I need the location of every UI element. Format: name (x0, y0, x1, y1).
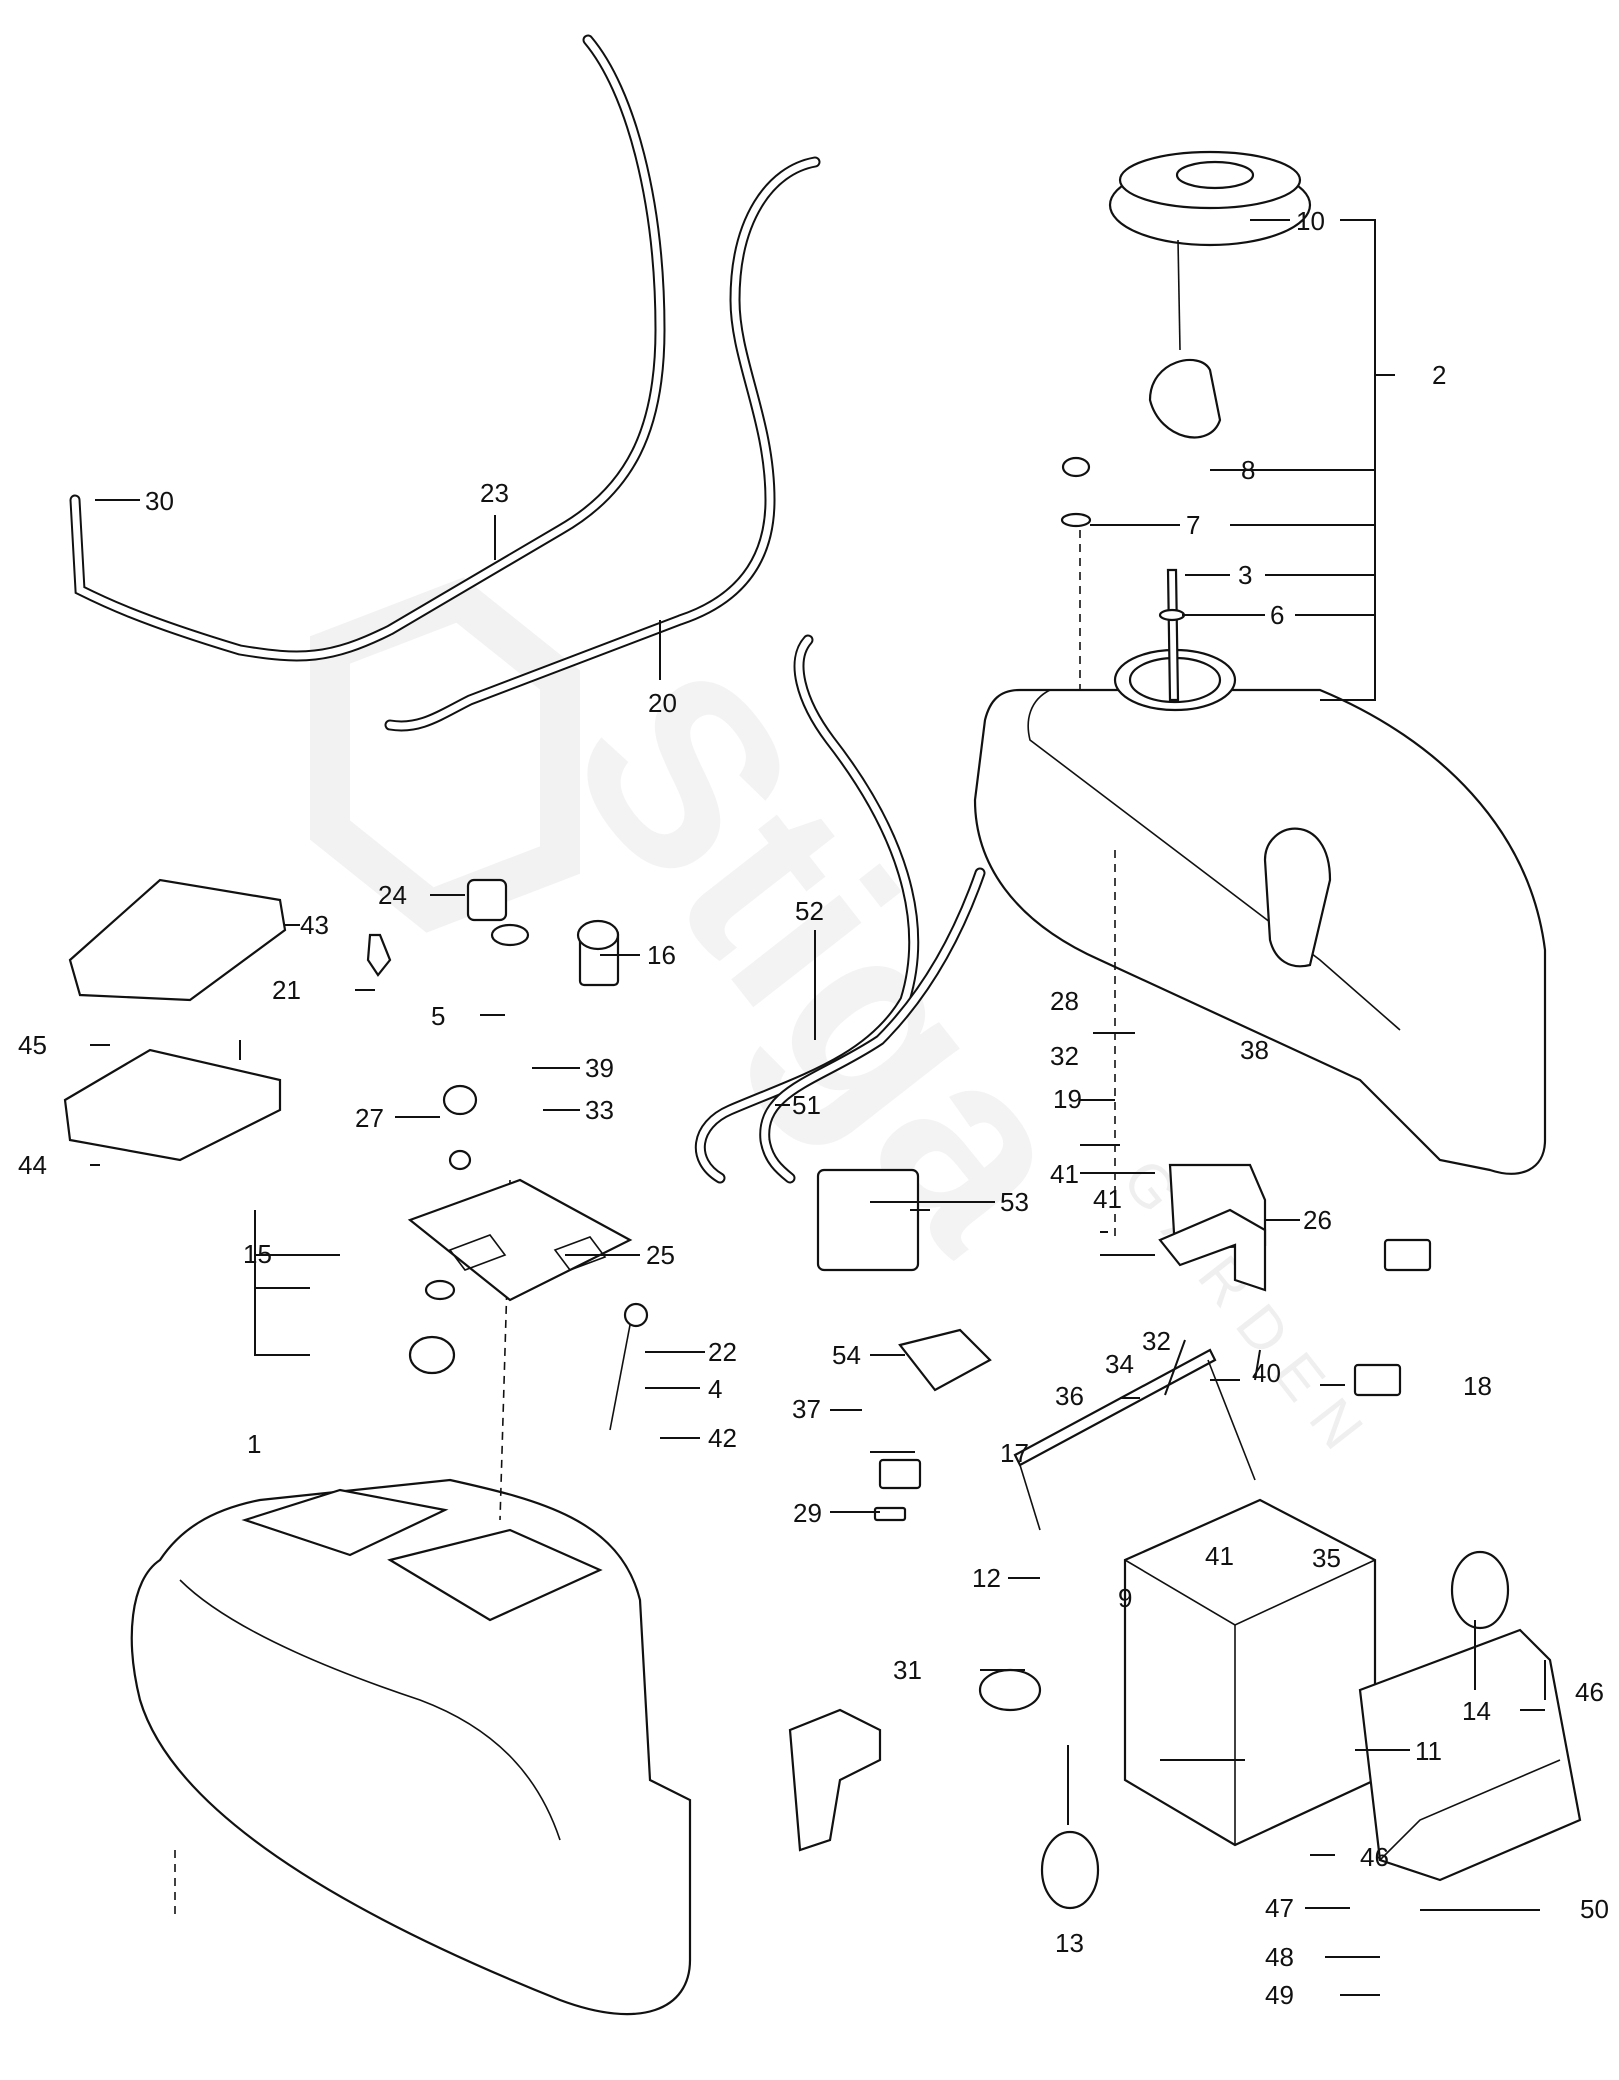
hose-23 (69, 34, 666, 662)
callout-49: 49 (1265, 1980, 1294, 2010)
callout-22: 22 (708, 1337, 737, 1367)
hose-20 (384, 156, 821, 732)
callout-17: 17 (1000, 1438, 1029, 1468)
callout-48: 48 (1265, 1942, 1294, 1972)
callout-41c: 41 (1205, 1541, 1234, 1571)
callout-37: 37 (792, 1394, 821, 1424)
callout-43: 43 (300, 910, 329, 940)
mounting-plate (407, 1178, 633, 1302)
cables (978, 1550, 1510, 1910)
leader-lines (90, 219, 1546, 1996)
bracket-lower (788, 1708, 882, 1852)
callout-1: 1 (247, 1429, 261, 1459)
callout-50: 50 (1580, 1894, 1609, 1924)
callout-42: 42 (708, 1423, 737, 1453)
callout-45: 45 (18, 1030, 47, 1060)
callout-15: 15 (243, 1239, 272, 1269)
callout-32b: 32 (1142, 1326, 1171, 1356)
callout-54: 54 (832, 1340, 861, 1370)
callout-9: 9 (1118, 1583, 1132, 1613)
callout-labels: 1 2 3 4 5 6 7 8 9 10 11 12 13 14 15 16 1… (18, 206, 1609, 2010)
callout-44: 44 (18, 1150, 47, 1180)
callout-47: 47 (1265, 1893, 1294, 1923)
callout-13: 13 (1055, 1928, 1084, 1958)
hose-51 (759, 867, 986, 1184)
callout-27: 27 (355, 1103, 384, 1133)
callout-40: 40 (1252, 1358, 1281, 1388)
callout-39: 39 (585, 1053, 614, 1083)
callout-5: 5 (431, 1001, 445, 1031)
battery (1013, 1348, 1377, 1847)
fuel-gauge-parts (1060, 456, 1186, 1240)
callout-30: 30 (145, 486, 174, 516)
callout-31: 31 (893, 1655, 922, 1685)
callout-33: 33 (585, 1095, 614, 1125)
callout-19: 19 (1053, 1084, 1082, 1114)
callout-25: 25 (646, 1240, 675, 1270)
callout-32a: 32 (1050, 1041, 1079, 1071)
fuel-cap (1108, 150, 1312, 439)
callout-46b: 46 (1360, 1842, 1389, 1872)
callout-29: 29 (793, 1498, 822, 1528)
callout-38: 38 (1240, 1035, 1269, 1065)
callout-11: 11 (1415, 1736, 1442, 1766)
callout-4: 4 (708, 1374, 722, 1404)
battery-tray (1358, 1628, 1582, 1882)
callout-36: 36 (1055, 1381, 1084, 1411)
callout-6: 6 (1270, 600, 1284, 630)
callout-21: 21 (272, 975, 301, 1005)
callout-51: 51 (792, 1090, 821, 1120)
cover-plate (63, 878, 287, 1162)
bracket-26 (1158, 1208, 1267, 1292)
callout-18: 18 (1463, 1371, 1492, 1401)
control-console (130, 1179, 692, 2016)
callout-34: 34 (1105, 1349, 1134, 1379)
callout-20: 20 (648, 688, 677, 718)
fuel-tank (973, 648, 1547, 1175)
callout-28: 28 (1050, 986, 1079, 1016)
callout-14: 14 (1462, 1696, 1491, 1726)
hose-52 (694, 634, 920, 1184)
callout-24: 24 (378, 880, 407, 910)
callout-26: 26 (1303, 1205, 1332, 1235)
callout-46a: 46 (1575, 1677, 1604, 1707)
callout-35: 35 (1312, 1543, 1341, 1573)
callout-10: 10 (1296, 206, 1325, 236)
callout-3: 3 (1238, 560, 1252, 590)
callout-52: 52 (795, 896, 824, 926)
callout-23: 23 (480, 478, 509, 508)
callout-2: 2 (1432, 360, 1446, 390)
callout-16: 16 (647, 940, 676, 970)
callout-41b: 41 (1093, 1184, 1122, 1214)
callout-41a: 41 (1050, 1159, 1079, 1189)
callout-12: 12 (972, 1563, 1001, 1593)
callout-8: 8 (1241, 455, 1255, 485)
callout-7: 7 (1186, 510, 1200, 540)
callout-53: 53 (1000, 1187, 1029, 1217)
